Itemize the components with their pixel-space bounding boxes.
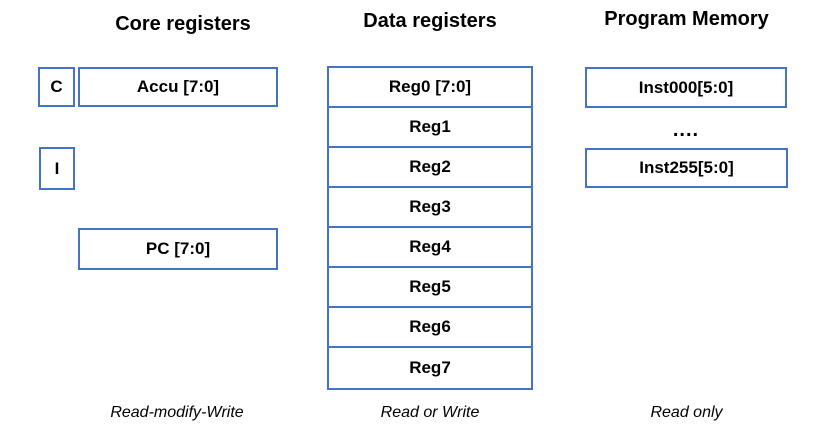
data-register-row: Reg6 [329, 308, 531, 348]
data-register-row: Reg5 [329, 268, 531, 308]
data-register-row: Reg3 [329, 188, 531, 228]
instruction-last-box: Inst255[5:0] [585, 148, 788, 188]
program-counter-box: PC [7:0] [78, 228, 278, 270]
data-access-mode-label: Read or Write [380, 404, 480, 421]
carry-flag-box: C [38, 67, 75, 107]
accumulator-box: Accu [7:0] [78, 67, 278, 107]
core-access-mode-label: Read-modify-Write [110, 404, 244, 421]
program-memory-title: Program Memory [604, 8, 769, 30]
data-register-row: Reg1 [329, 108, 531, 148]
instruction-first-box: Inst000[5:0] [585, 67, 787, 108]
data-register-stack: Reg0 [7:0] Reg1 Reg2 Reg3 Reg4 Reg5 Reg6… [327, 66, 533, 390]
program-access-mode-label: Read only [650, 404, 723, 421]
data-registers-title: Data registers [363, 10, 497, 32]
interrupt-flag-box: I [39, 147, 75, 190]
data-register-row: Reg4 [329, 228, 531, 268]
data-register-row: Reg2 [329, 148, 531, 188]
data-register-row: Reg7 [409, 358, 451, 377]
data-register-row: Reg0 [7:0] [329, 68, 531, 108]
ellipsis-label: .... [672, 119, 700, 141]
core-registers-title: Core registers [115, 13, 251, 35]
